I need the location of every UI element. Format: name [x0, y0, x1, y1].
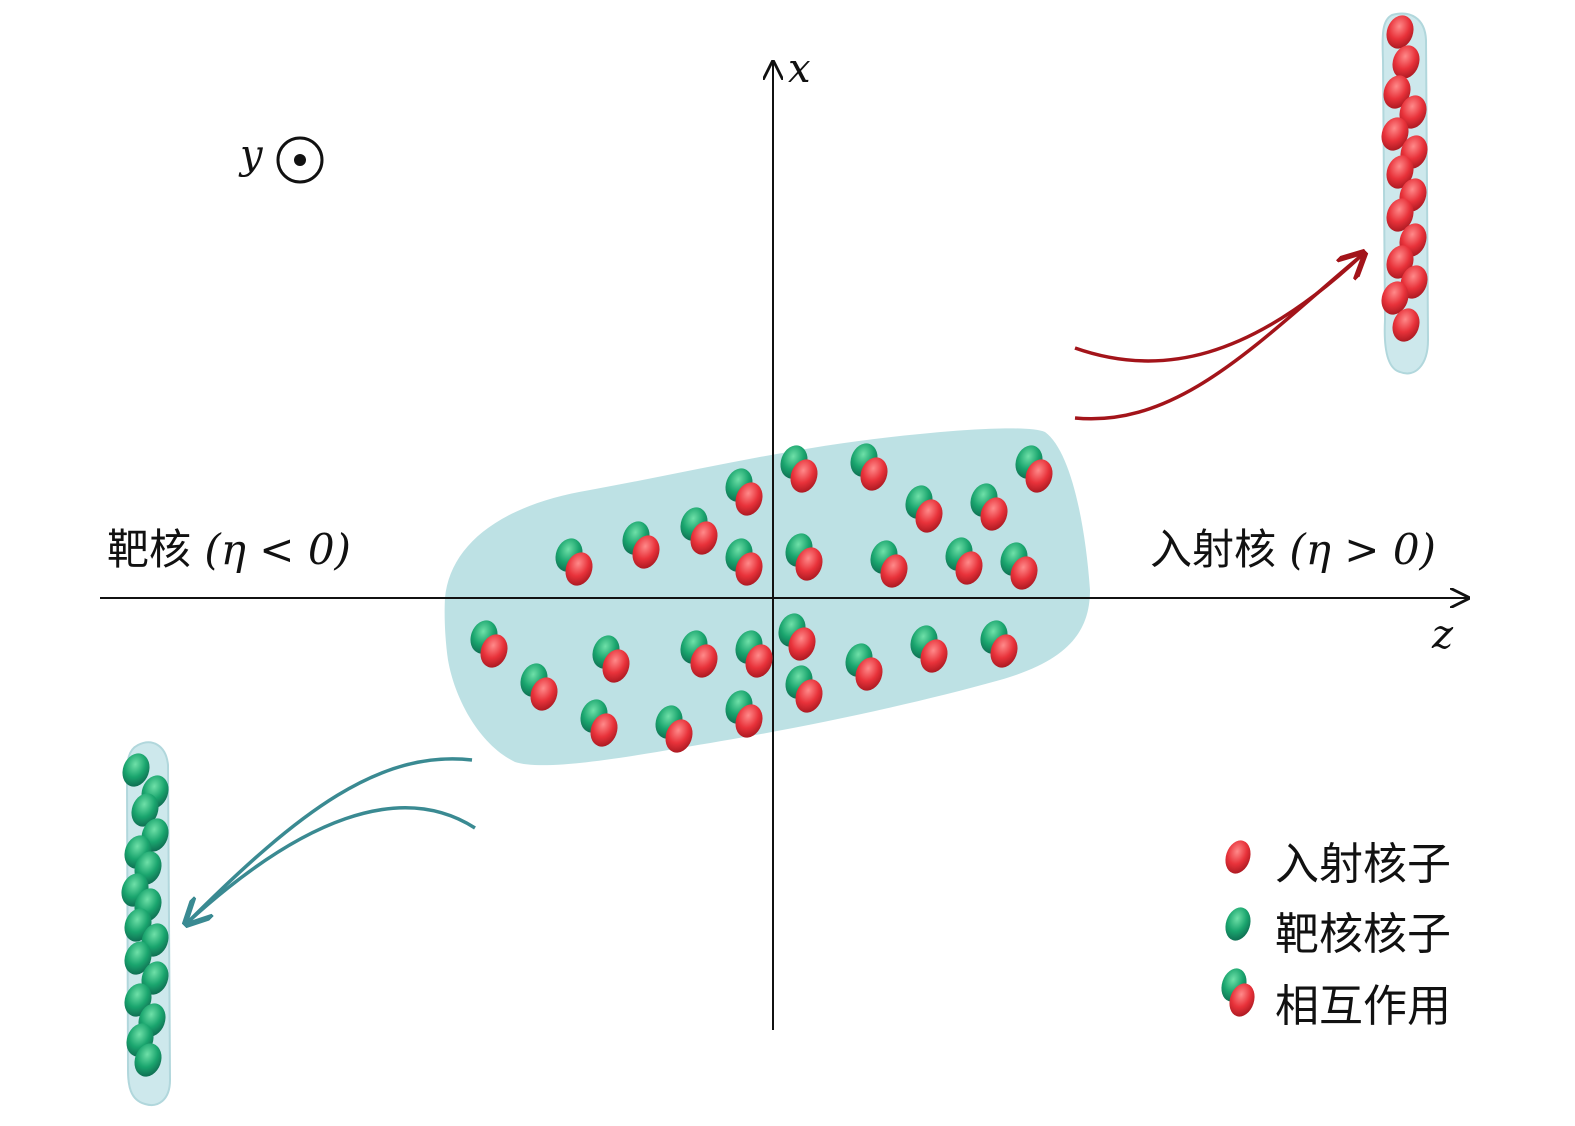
- projectile-nucleon: [565, 552, 593, 586]
- legend-item-projectile: 入射核子: [1275, 839, 1451, 890]
- projectile-spectator-nucleon: [1386, 155, 1414, 189]
- projectile-spectator-nucleon: [1386, 198, 1414, 232]
- projectile-nucleon: [915, 499, 943, 533]
- projectile-nucleon: [790, 459, 818, 493]
- projectile-spectator-nucleon: [1381, 281, 1409, 315]
- target-region-condition: (η < 0): [204, 525, 351, 574]
- projectile-nucleon: [590, 713, 618, 747]
- interacting-pair: [470, 620, 508, 668]
- interacting-pair: [520, 663, 558, 711]
- interacting-pair: [780, 445, 818, 493]
- projectile-arrow-upper: [1074, 255, 1362, 363]
- interacting-pair: [725, 538, 763, 586]
- interacting-pair: [1000, 542, 1038, 590]
- interacting-pair: [970, 483, 1008, 531]
- projectile-arrow-lower: [1074, 253, 1364, 421]
- target-spectator-nucleon: [134, 1043, 162, 1077]
- target-spectators: [121, 753, 169, 1077]
- projectile-nucleon: [735, 482, 763, 516]
- interacting-pair: [910, 625, 948, 673]
- target-spectator-nucleon: [141, 961, 169, 995]
- y-out-of-page-icon: [276, 136, 324, 184]
- projectile-spectator-nucleon: [1399, 95, 1427, 129]
- projectile-region-name: 入射核: [1150, 525, 1277, 574]
- y-axis-label: y: [240, 132, 263, 178]
- projectile-nucleon: [735, 704, 763, 738]
- projectile-nucleon: [602, 649, 630, 683]
- projectile-nucleon: [855, 657, 883, 691]
- projectile-nucleon: [690, 521, 718, 555]
- projectile-spectator-nucleon: [1392, 45, 1420, 79]
- projectile-nucleon: [530, 677, 558, 711]
- interacting-pair: [735, 630, 773, 678]
- legend-item-target: 靶核核子: [1275, 909, 1451, 960]
- legend-target-icon: [1225, 907, 1251, 941]
- z-axis-label: z: [1432, 612, 1454, 658]
- interacting-pair: [1015, 445, 1053, 493]
- interacting-pair: [592, 635, 630, 683]
- projectile-nucleon: [632, 535, 660, 569]
- projectile-nucleon: [795, 547, 823, 581]
- fireball-region: [444, 428, 1090, 766]
- projectile-nucleon: [920, 639, 948, 673]
- projectile-nucleon: [980, 497, 1008, 531]
- interacting-pair: [845, 643, 883, 691]
- projectile-nucleon: [860, 457, 888, 491]
- projectile-nucleon: [955, 551, 983, 585]
- target-spectator-nucleon: [124, 941, 152, 975]
- projectile-nucleon: [745, 644, 773, 678]
- projectile-spectator-nucleon: [1383, 75, 1411, 109]
- interacting-pair: [785, 533, 823, 581]
- interacting-pair: [905, 485, 943, 533]
- projectile-nucleon: [880, 554, 908, 588]
- interacting-pair: [870, 540, 908, 588]
- x-axis-label: x: [788, 46, 811, 92]
- interacting-pair: [945, 537, 983, 585]
- interacting-pair: [680, 507, 718, 555]
- projectile-nucleon: [735, 552, 763, 586]
- interacting-pair: [980, 620, 1018, 668]
- interacting-pair: [655, 705, 693, 753]
- projectile-spectators: [1381, 15, 1428, 342]
- projectile-spectator-nucleon: [1381, 117, 1409, 151]
- interacting-pair: [580, 699, 618, 747]
- target-region-name: 靶核: [107, 525, 192, 574]
- target-spectator-nucleon: [122, 753, 150, 787]
- interacting-pair: [778, 613, 816, 661]
- projectile-nucleon: [690, 644, 718, 678]
- projectile-spectator-nucleon: [1392, 308, 1420, 342]
- legend-projectile-icon: [1225, 840, 1251, 874]
- target-region-label: 靶核 (η < 0): [107, 516, 351, 577]
- interacting-pair: [725, 468, 763, 516]
- interacting-pair: [622, 521, 660, 569]
- projectile-nucleon: [990, 634, 1018, 668]
- projectile-nucleon: [665, 719, 693, 753]
- interacting-pair: [850, 443, 888, 491]
- target-arrow-upper: [188, 757, 473, 922]
- interacting-pair: [680, 630, 718, 678]
- interacting-pair: [555, 538, 593, 586]
- projectile-spectator-nucleon: [1386, 15, 1414, 49]
- projectile-nucleon: [788, 627, 816, 661]
- projectile-nucleon: [1010, 556, 1038, 590]
- interacting-pair: [725, 690, 763, 738]
- projectile-nucleon: [480, 634, 508, 668]
- interacting-pair: [785, 665, 823, 713]
- target-arrow-lower: [186, 806, 476, 924]
- interacting-pairs: [470, 443, 1053, 753]
- target-spectator-nucleon: [131, 793, 159, 827]
- legend-interaction-icon: [1221, 968, 1255, 1017]
- legend-item-interaction: 相互作用: [1275, 981, 1451, 1032]
- projectile-nucleon: [795, 679, 823, 713]
- projectile-region-label: 入射核 (η > 0): [1150, 516, 1436, 577]
- projectile-nucleon: [1025, 459, 1053, 493]
- projectile-region-condition: (η > 0): [1289, 525, 1436, 574]
